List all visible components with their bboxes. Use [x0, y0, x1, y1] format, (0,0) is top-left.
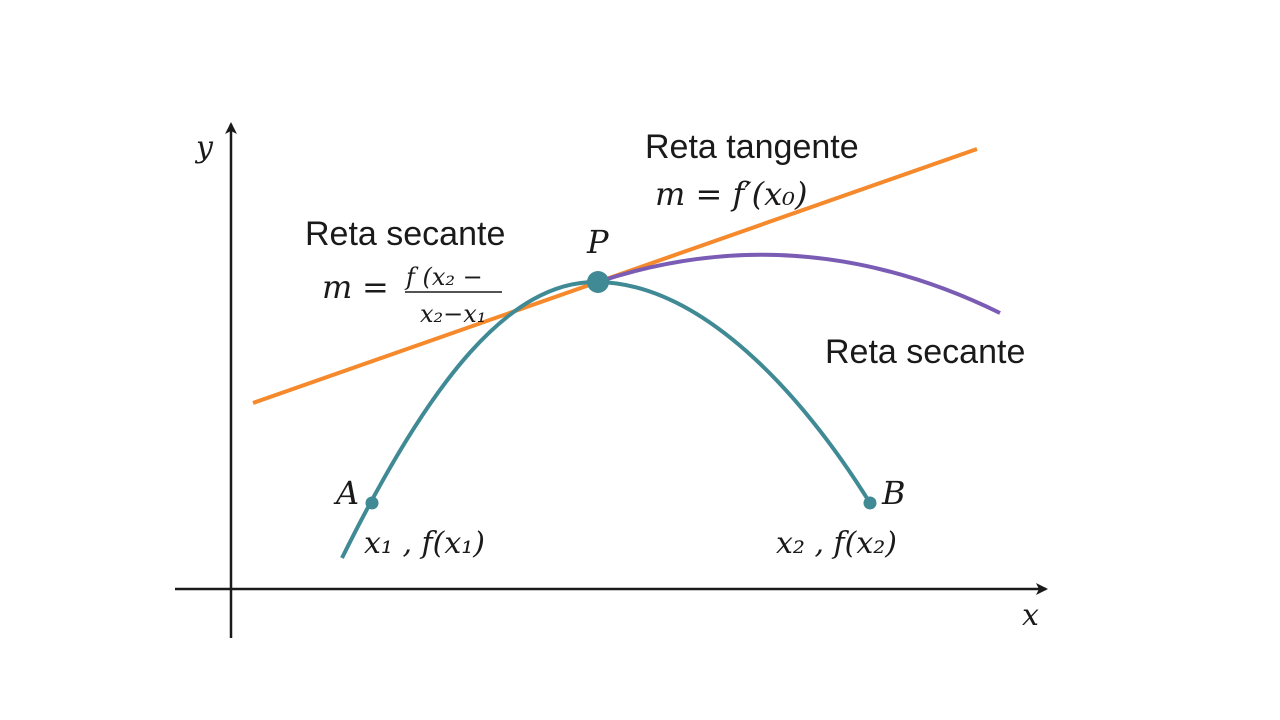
point-b-marker	[863, 496, 877, 510]
tangent-formula: m = f′(x₀)	[655, 175, 807, 213]
point-a-coords: x₁ , f(x₁)	[364, 526, 485, 561]
point-a-label: A	[333, 474, 359, 512]
point-b-label: B	[881, 474, 906, 512]
tangent-m: m	[655, 175, 685, 213]
point-p-label: P	[586, 223, 609, 261]
y-axis-label: y	[194, 130, 214, 165]
tangent-rhs: f′(x₀)	[731, 175, 808, 213]
secant-left-denominator: x₂−x₁	[420, 300, 486, 328]
secant-right-title: Reta secante	[825, 333, 1025, 371]
point-b-coords: x₂ , f(x₂)	[776, 526, 897, 561]
secant-left-title: Reta secante	[305, 215, 505, 253]
secant-left-eq: =	[362, 268, 389, 306]
point-p-marker	[587, 271, 609, 293]
point-a-marker	[365, 496, 379, 510]
tangent-eq: =	[696, 175, 723, 213]
secant-left-numerator: f (x₂ −	[404, 263, 483, 291]
tangent-title: Reta tangente	[645, 128, 859, 166]
secant-curve	[597, 252, 1001, 315]
x-axis-label: x	[1022, 598, 1039, 633]
secant-left-m: m	[322, 268, 352, 306]
